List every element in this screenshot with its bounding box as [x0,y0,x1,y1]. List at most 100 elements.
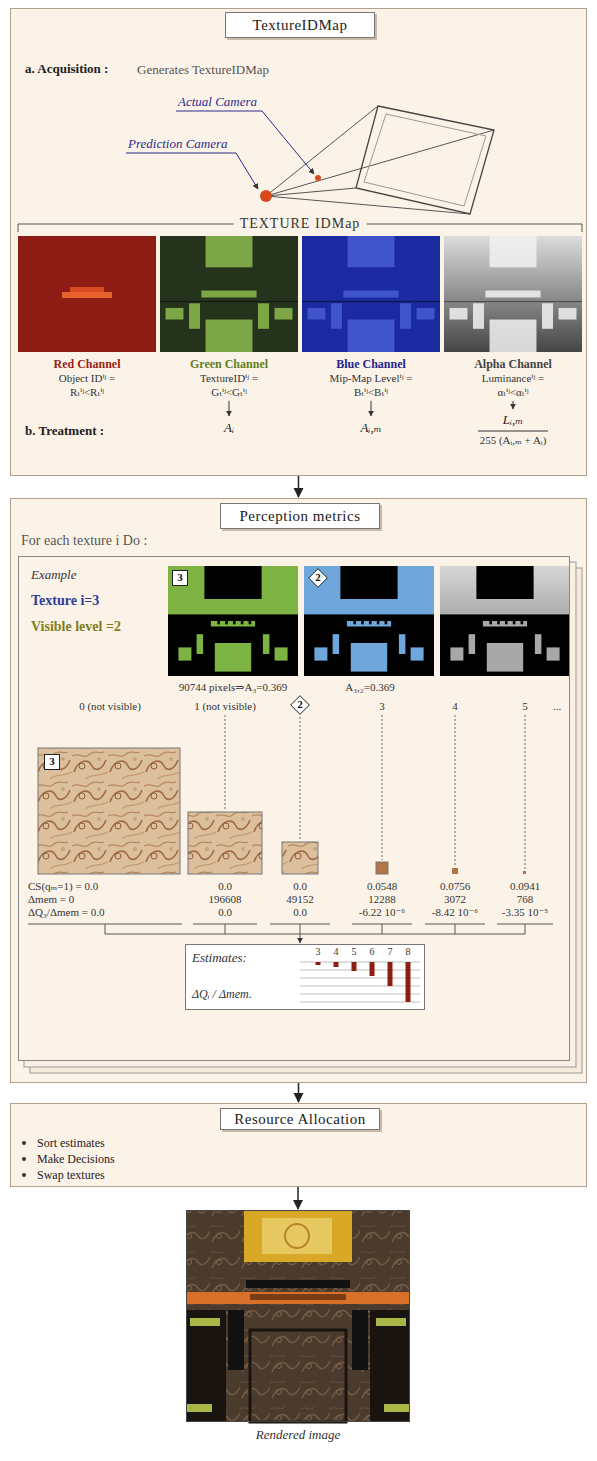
mask-image [304,566,434,676]
rendered-scene [376,1318,406,1326]
node-text: Estimates: [192,950,247,966]
annotation-text: 196608 [209,893,242,906]
annotation-text: 49152 [286,893,314,906]
annotation-text: Lᵢ,ₘ [503,412,524,428]
mipmap-image [188,812,262,874]
mask-image [440,566,570,676]
camera-label: Actual Camera [178,94,257,110]
node-text: Example [31,567,76,583]
panel-fill [10,8,587,1187]
panel-fill [10,498,587,1083]
channel-image [302,236,440,352]
panel-title: Resource Allocation [220,1108,380,1130]
estimate-chart [352,962,357,971]
node-text: ΔQᵢ / Δmem. [192,987,252,1001]
annotation-text: Luminanceⁱʲ = [482,372,544,385]
bullet-dot [22,1141,26,1177]
merge-bracket [105,934,525,935]
node-text: Make Decisions [37,1152,115,1166]
merge-bracket [455,924,456,934]
estimate-chart [370,962,375,976]
example-card: 3223Estimates:ΔQᵢ / Δmem.ExampleTexture … [18,556,570,1061]
annotation-text: -6.22 10⁻⁶ [359,906,405,919]
level-guide [525,715,526,869]
annotation-text: Mip-Map Levelⁱʲ = [330,372,413,385]
annotation-text: Δmem = 0 [28,893,74,906]
estimate-chart [316,962,321,965]
annotation-text: Gₜⁱʲ<Gₜⁱʲ [211,386,246,399]
mipmap-image [376,862,388,874]
rendered-image: Rendered image [186,1210,410,1422]
treatment-arrow [513,401,514,409]
annotation-text: Alpha Channel [474,357,552,371]
camera-label: Prediction Camera [128,136,228,152]
stage-panel: Resource AllocationSort estimatesMake De… [10,1103,587,1187]
rendered-scene [250,1330,346,1422]
estimate-chart [334,962,339,967]
mask-image [168,566,298,676]
annotation-text: 3 [379,700,385,713]
annotation-text: 0.0 [218,906,232,919]
diamond-outline [309,569,328,588]
annotation-text: Bₜⁱʲ<Bₜⁱʲ [354,386,388,399]
annotation-text: 0.0 [218,880,232,893]
annotation-text: TextureIDⁱʲ = [200,372,258,385]
node-text: For each texture i Do : [21,533,147,550]
level-guide [300,717,301,840]
mask-image [168,566,298,676]
camera-frustum [266,106,378,196]
axis-number: 5 [352,946,357,958]
axis-number: 7 [388,946,393,958]
annotation-text: Rₜⁱʲ<Rₜⁱʲ [70,386,104,399]
annotation-text: A₃,₂=0.369 [345,681,394,694]
rendered-scene [370,1310,410,1422]
estimate-chart [316,962,411,1002]
mipmap-image [282,842,318,874]
channel-image [18,236,582,352]
camera-frustum [266,188,356,196]
node-text: Visible level =2 [31,619,121,636]
camera-frustum [315,175,321,181]
level-diamond: 2 [308,568,328,588]
merge-bracket [382,924,383,934]
channel-image [62,292,112,298]
camera-frustum [236,153,258,189]
panel-title: Perception metrics [220,503,380,529]
camera-frustum [176,111,262,112]
mipmap-image [452,868,458,874]
texture-badge: 3 [44,754,60,770]
rendered-scene [246,1280,350,1288]
merge-bracket [28,924,553,943]
treatment-arrow [229,401,548,431]
mipmap-image [38,748,180,874]
annotation-text: 255 (Aᵢ,ₘ + Aᵢ) [480,434,547,447]
texture-badge: 3 [172,570,188,586]
estimate-chart [406,962,411,1002]
channel-image [160,236,298,352]
callout-number: 2 [315,571,321,584]
mask-image [304,566,434,676]
annotation-text: 0.0 [293,880,307,893]
diamond-outline [291,696,310,715]
stage-panel: TextureIDMapa. Acquisition :Generates Te… [10,8,587,476]
node-text: Generates TextureIDMap [137,62,269,78]
camera-frustum [126,106,494,214]
rendered-scene [228,1310,244,1370]
node-text: a. Acquisition : [25,61,108,77]
estimate-chart [300,994,420,995]
callout-number: 3 [177,571,183,584]
annotation-text: Aᵢ [224,420,234,436]
merge-bracket [300,934,301,943]
annotation-text: -3.35 10⁻⁵ [502,906,548,919]
annotation-text: 90744 pixels⇒A₃=0.369 [179,681,287,694]
image-caption: Rendered image [256,1427,340,1443]
estimate-chart [300,970,420,971]
camera-frustum [260,190,272,202]
mask-image [440,566,570,676]
card-stack [18,556,570,1061]
estimate-chart [300,986,420,987]
flow-arrow [298,1083,300,1102]
channel-image [160,236,298,352]
band-label: TEXTURE IDMap [234,216,367,233]
annotation-text: Red Channel [53,357,120,371]
